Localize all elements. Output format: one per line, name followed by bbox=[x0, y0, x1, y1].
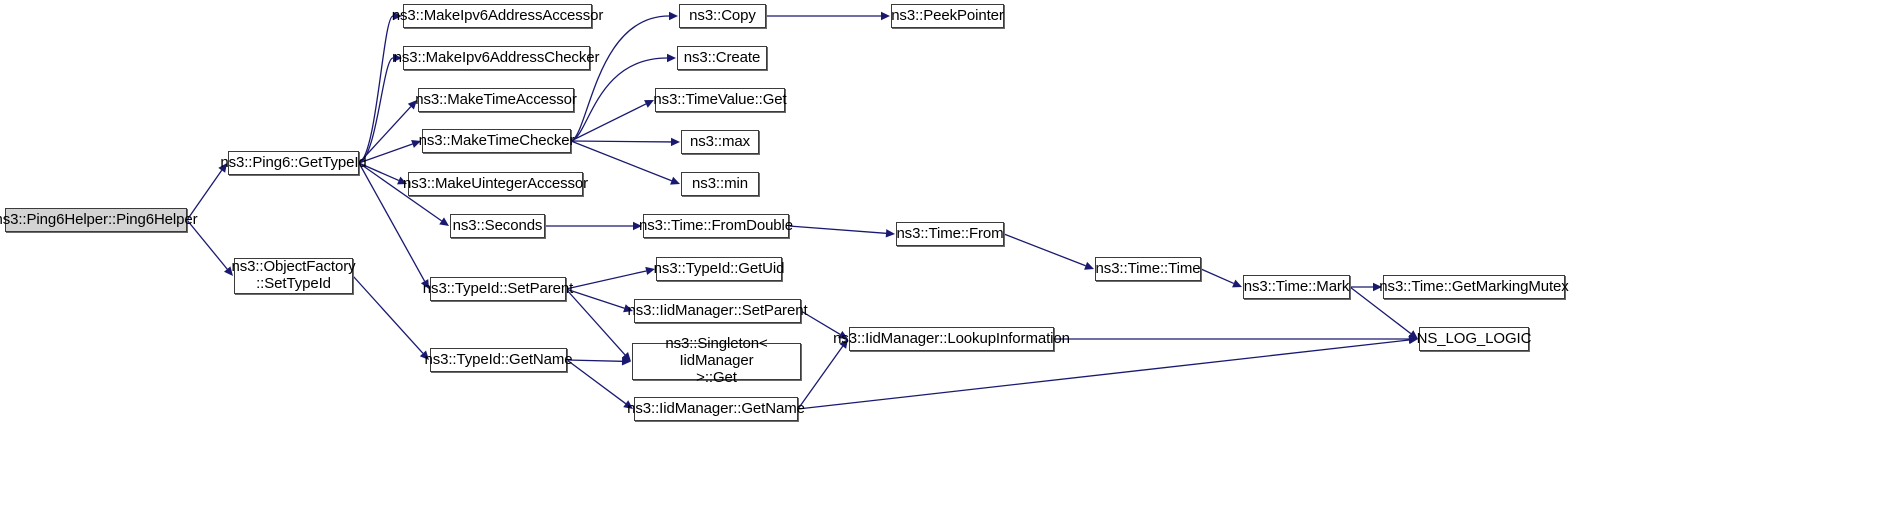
graph-node-label: ns3::TypeId::GetName bbox=[424, 350, 573, 368]
graph-node-copy[interactable]: ns3::Copy bbox=[679, 4, 766, 28]
graph-node-typeid_setparent[interactable]: ns3::TypeId::SetParent bbox=[423, 277, 573, 301]
graph-node-label: ns3::min bbox=[692, 174, 748, 192]
graph-edge-arrowhead bbox=[667, 53, 676, 63]
graph-node-iidmgr_getname[interactable]: ns3::IidManager::GetName bbox=[627, 397, 805, 421]
graph-node-create[interactable]: ns3::Create bbox=[677, 46, 767, 70]
graph-node-mkuintegeraccessor[interactable]: ns3::MakeUintegerAccessor bbox=[403, 172, 588, 196]
graph-node-label: ns3::Time::FromDouble bbox=[638, 216, 794, 234]
graph-node-max[interactable]: ns3::max bbox=[681, 130, 759, 154]
graph-node-objectfactory[interactable]: ns3::ObjectFactory ::SetTypeId bbox=[231, 258, 356, 294]
graph-node-label: ns3::ObjectFactory ::SetTypeId bbox=[231, 258, 356, 292]
graph-node-label: ns3::Time::GetMarkingMutex bbox=[1379, 277, 1569, 295]
graph-node-label: ns3::MakeTimeAccessor bbox=[415, 90, 577, 108]
graph-node-time_from[interactable]: ns3::Time::From bbox=[896, 222, 1004, 246]
graph-node-label: ns3::Ping6::GetTypeId bbox=[220, 153, 367, 171]
graph-edge-arrowhead bbox=[621, 357, 631, 366]
graph-node-min[interactable]: ns3::min bbox=[681, 172, 759, 196]
graph-edge bbox=[358, 143, 413, 164]
graph-edge-arrowhead bbox=[1232, 279, 1242, 288]
graph-node-label: ns3::IidManager::SetParent bbox=[627, 301, 808, 319]
graph-node-label: ns3::PeekPointer bbox=[891, 6, 1004, 24]
graph-node-singleton_get[interactable]: ns3::Singleton< IidManager >::Get bbox=[632, 335, 801, 386]
graph-node-label: NS_LOG_LOGIC bbox=[1416, 329, 1532, 347]
graph-edge bbox=[570, 103, 647, 142]
graph-node-ping6helper: ns3::Ping6Helper::Ping6Helper bbox=[0, 208, 198, 232]
graph-edge-arrowhead bbox=[881, 11, 890, 21]
graph-edge-arrowhead bbox=[1084, 261, 1094, 270]
graph-node-peekpointer[interactable]: ns3::PeekPointer bbox=[891, 4, 1004, 28]
graph-edge bbox=[352, 275, 424, 354]
graph-edge-arrowhead bbox=[669, 11, 678, 21]
graph-edge bbox=[570, 15, 670, 142]
graph-edge bbox=[358, 57, 394, 164]
graph-node-label: ns3::max bbox=[689, 132, 751, 150]
graph-node-time_time[interactable]: ns3::Time::Time bbox=[1095, 257, 1201, 281]
graph-edge bbox=[565, 270, 647, 290]
graph-edge bbox=[566, 359, 627, 405]
graph-node-time_fromdouble[interactable]: ns3::Time::FromDouble bbox=[639, 214, 793, 238]
graph-node-mkipv6addrchecker[interactable]: ns3::MakeIpv6AddressChecker bbox=[394, 46, 599, 70]
graph-edge bbox=[570, 140, 672, 143]
graph-node-label: ns3::Time::Mark bbox=[1243, 277, 1350, 295]
graph-edge-arrowhead bbox=[670, 176, 680, 185]
graph-edge-arrowhead bbox=[670, 137, 680, 147]
graph-node-time_getmarkmutex[interactable]: ns3::Time::GetMarkingMutex bbox=[1379, 275, 1569, 299]
graph-edge bbox=[565, 288, 626, 356]
graph-node-label: ns3::MakeIpv6AddressChecker bbox=[393, 48, 600, 66]
graph-node-typeid_getname[interactable]: ns3::TypeId::GetName bbox=[424, 348, 573, 372]
graph-node-typeid_getuid[interactable]: ns3::TypeId::GetUid bbox=[653, 257, 785, 281]
graph-node-ns_log_logic[interactable]: NS_LOG_LOGIC bbox=[1416, 327, 1532, 351]
graph-node-seconds[interactable]: ns3::Seconds bbox=[450, 214, 545, 238]
graph-node-label: ns3::MakeUintegerAccessor bbox=[402, 174, 589, 192]
graph-node-label: ns3::TimeValue::Get bbox=[653, 90, 787, 108]
graph-node-label: ns3::Create bbox=[683, 48, 761, 66]
graph-node-label: ns3::MakeIpv6AddressAccessor bbox=[391, 6, 604, 24]
graph-node-label: ns3::IidManager::LookupInformation bbox=[833, 329, 1070, 347]
graph-edge-arrowhead bbox=[885, 229, 895, 238]
graph-edge bbox=[788, 225, 887, 234]
graph-edge bbox=[1003, 233, 1086, 267]
graph-node-mkipv6addraccessor[interactable]: ns3::MakeIpv6AddressAccessor bbox=[392, 4, 603, 28]
graph-node-label: ns3::Time::From bbox=[896, 224, 1004, 242]
graph-node-label: ns3::TypeId::SetParent bbox=[422, 279, 574, 297]
graph-node-ping6_gettypeid[interactable]: ns3::Ping6::GetTypeId bbox=[220, 151, 367, 175]
graph-node-label: ns3::Time::Time bbox=[1095, 259, 1201, 277]
graph-node-mktimechecker[interactable]: ns3::MakeTimeChecker bbox=[419, 129, 575, 153]
graph-node-label: ns3::Singleton< IidManager >::Get bbox=[665, 335, 768, 386]
graph-edge bbox=[565, 288, 625, 309]
graph-edge-arrowhead bbox=[621, 352, 631, 362]
graph-node-label: ns3::Ping6Helper::Ping6Helper bbox=[0, 210, 198, 228]
graph-edge bbox=[358, 106, 412, 164]
graph-node-label: ns3::IidManager::GetName bbox=[627, 399, 805, 417]
graph-node-timevalue_get[interactable]: ns3::TimeValue::Get bbox=[653, 88, 787, 112]
graph-node-label: ns3::MakeTimeChecker bbox=[418, 131, 575, 149]
graph-node-mktimeaccessor[interactable]: ns3::MakeTimeAccessor bbox=[415, 88, 577, 112]
graph-edge bbox=[566, 359, 623, 362]
graph-node-time_mark[interactable]: ns3::Time::Mark bbox=[1243, 275, 1350, 299]
graph-edge bbox=[1200, 268, 1234, 285]
graph-node-iidmgr_lookupinfo[interactable]: ns3::IidManager::LookupInformation bbox=[833, 327, 1070, 351]
graph-edge-arrowhead bbox=[439, 217, 449, 226]
graph-node-iidmgr_setparent[interactable]: ns3::IidManager::SetParent bbox=[628, 299, 808, 323]
graph-node-label: ns3::TypeId::GetUid bbox=[653, 259, 785, 277]
graph-node-label: ns3::Copy bbox=[689, 6, 756, 24]
graph-edge bbox=[358, 15, 394, 164]
graph-node-label: ns3::Seconds bbox=[452, 216, 543, 234]
